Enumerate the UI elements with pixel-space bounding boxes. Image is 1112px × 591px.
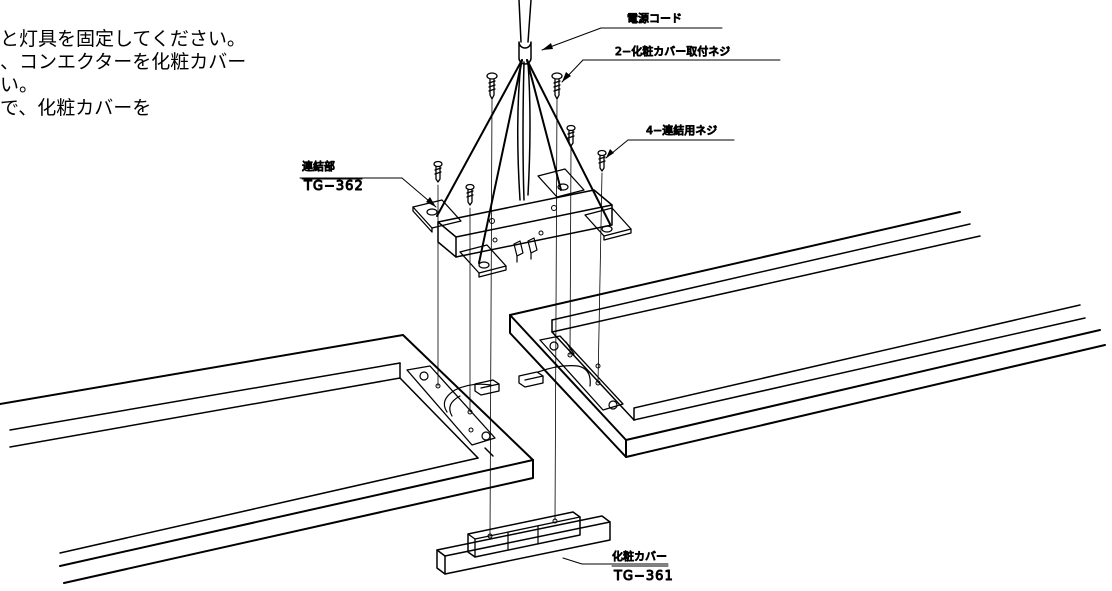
- instruction-line-3: い。: [0, 74, 39, 96]
- label-power-cord: 電源コード: [627, 11, 682, 25]
- label-cover-model: TG−361: [613, 569, 674, 584]
- label-connector-model: TG−362: [303, 179, 364, 194]
- connect-screw-2: [597, 149, 607, 172]
- instruction-text: と灯具を固定してください。 、コンエクターを化粧カバー い。 で、化粧カバーを: [0, 28, 320, 120]
- alignment-lines: [437, 99, 603, 536]
- connect-screw-4: [465, 183, 475, 206]
- connect-screw-3: [433, 160, 443, 183]
- instruction-line-2: 、コンエクターを化粧カバー: [0, 51, 247, 73]
- instruction-line-1: と灯具を固定してください。: [0, 28, 246, 50]
- connect-screw-1: [566, 124, 576, 147]
- cover-screw-left: [486, 72, 498, 100]
- label-cover-screws: 2−化粧カバー取付ネジ: [615, 44, 730, 58]
- instruction-line-4: で、化粧カバーを: [0, 97, 152, 119]
- left-fixture-frame: [0, 334, 534, 584]
- connector-part: [412, 168, 632, 278]
- label-connect-screws: 4−連結用ネジ: [646, 123, 717, 137]
- screws: [433, 72, 607, 206]
- right-fixture-frame: [509, 211, 1106, 458]
- cover-screw-right: [551, 72, 563, 100]
- label-connector-part: 連結部: [302, 159, 335, 173]
- leader-arrowheads: [426, 43, 614, 207]
- decorative-cover: [436, 511, 611, 575]
- label-cover: 化粧カバー: [612, 549, 667, 563]
